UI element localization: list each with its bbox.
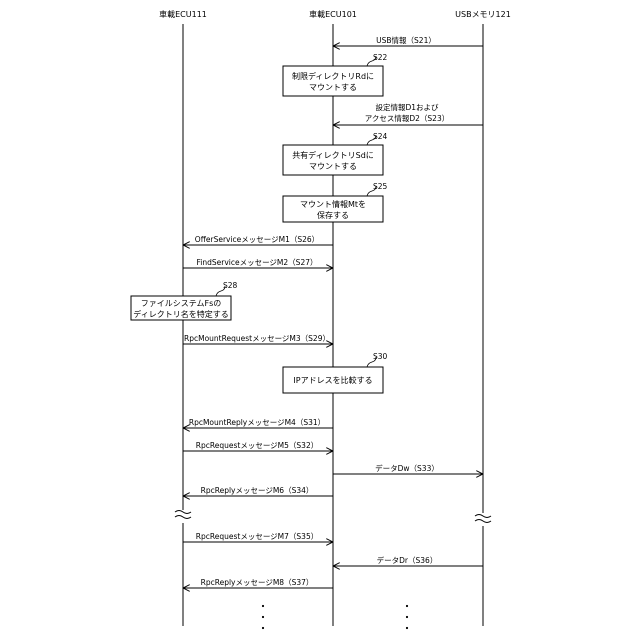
message-s33: データDw（S33）: [333, 463, 483, 474]
message-label-s32: RpcRequestメッセージM5（S32）: [196, 441, 318, 450]
process-box-s25-line1: マウント情報Mtを: [300, 199, 366, 209]
break-marker-usb121: [475, 515, 491, 523]
message-s37: RpcReplyメッセージM8（S37）: [183, 578, 333, 588]
message-label-s23-line2: アクセス情報D2（S23）: [365, 113, 449, 123]
message-label-s27: FindServiceメッセージM2（S27）: [197, 258, 318, 267]
step-label-s22: S22: [373, 53, 388, 62]
process-box-s22: 制限ディレクトリRdに マウントする S22: [283, 53, 388, 96]
message-label-s35: RpcRequestメッセージM7（S35）: [196, 532, 318, 541]
message-s29: RpcMountRequestメッセージM3（S29）: [183, 334, 333, 344]
lifeline-header-ecu101: 車載ECU101: [309, 9, 357, 19]
process-box-s28-line1: ファイルシステムFsの: [141, 299, 222, 308]
step-label-s30: S30: [373, 352, 388, 361]
process-box-s28: ファイルシステムFsの ディレクトリ名を特定する S28: [131, 281, 238, 320]
message-s26: OfferServiceメッセージM1（S26）: [183, 235, 333, 245]
process-box-s30-line1: IPアドレスを比較する: [293, 375, 372, 385]
continuation-dots-usb121: [406, 605, 408, 629]
step-label-s28: S28: [223, 281, 238, 290]
message-s31: RpcMountReplyメッセージM4（S31）: [183, 418, 333, 428]
process-box-s25-line2: 保存する: [317, 210, 349, 220]
message-s27: FindServiceメッセージM2（S27）: [183, 258, 333, 268]
break-marker-ecu111: [175, 511, 191, 519]
message-label-s37: RpcReplyメッセージM8（S37）: [201, 578, 314, 587]
process-box-s24-line2: マウントする: [309, 162, 357, 171]
message-label-s33: データDw（S33）: [375, 463, 439, 473]
process-box-s28-line2: ディレクトリ名を特定する: [133, 309, 228, 319]
process-box-s22-line2: マウントする: [309, 83, 357, 92]
message-s36: データDr（S36）: [333, 555, 483, 566]
message-label-s34: RpcReplyメッセージM6（S34）: [201, 486, 314, 495]
lifeline-header-usb121: USBメモリ121: [455, 10, 511, 19]
process-box-s25: マウント情報Mtを 保存する S25: [283, 182, 388, 222]
process-box-s22-line1: 制限ディレクトリRdに: [292, 71, 374, 81]
message-s34: RpcReplyメッセージM6（S34）: [183, 486, 333, 496]
message-s32: RpcRequestメッセージM5（S32）: [183, 441, 333, 451]
continuation-dots-ecu101: [262, 605, 264, 629]
message-label-s26: OfferServiceメッセージM1（S26）: [195, 235, 319, 244]
lifeline-header-ecu111: 車載ECU111: [159, 9, 207, 19]
step-label-s25: S25: [373, 182, 388, 191]
message-label-s29: RpcMountRequestメッセージM3（S29）: [184, 334, 330, 343]
message-label-s31: RpcMountReplyメッセージM4（S31）: [189, 418, 325, 427]
message-label-s21: USB情報（S21）: [376, 35, 436, 45]
message-s21: USB情報（S21）: [333, 35, 483, 46]
message-label-s23-line1: 設定情報D1および: [375, 102, 439, 112]
process-box-s24: 共有ディレクトリSdに マウントする S24: [283, 132, 388, 175]
message-label-s36: データDr（S36）: [377, 555, 438, 565]
message-s35: RpcRequestメッセージM7（S35）: [183, 532, 333, 542]
process-box-s24-line1: 共有ディレクトリSdに: [292, 150, 374, 160]
message-s23: 設定情報D1および アクセス情報D2（S23）: [333, 102, 483, 125]
process-box-s30: IPアドレスを比較する S30: [283, 352, 388, 393]
step-label-s24: S24: [373, 132, 388, 141]
